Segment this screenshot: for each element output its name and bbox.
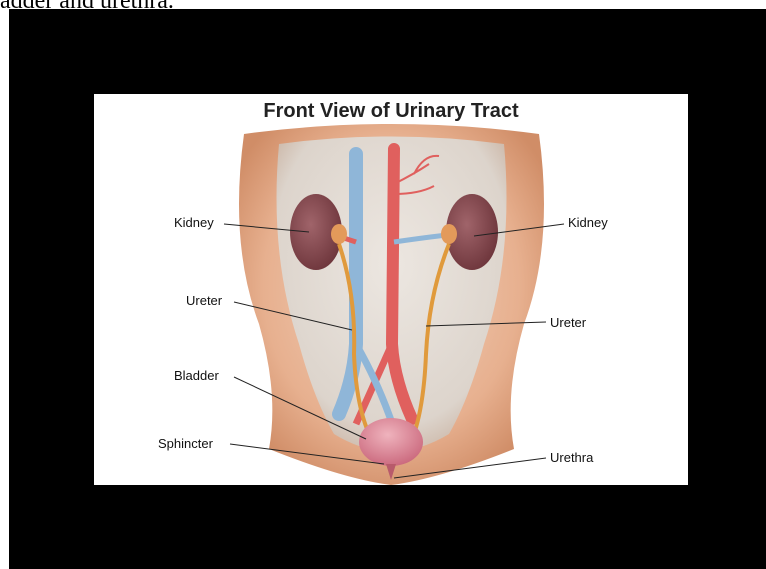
anatomy-illustration xyxy=(94,94,688,485)
figure-title: Front View of Urinary Tract xyxy=(94,100,688,123)
label-urethra: Urethra xyxy=(550,450,593,465)
urinary-tract-figure: Front View of Urinary Tract Kidney Kidne… xyxy=(94,94,688,485)
label-kidney-left: Kidney xyxy=(174,215,214,230)
bladder xyxy=(359,418,423,466)
adrenal-right xyxy=(441,224,457,244)
label-bladder: Bladder xyxy=(174,368,219,383)
label-sphincter: Sphincter xyxy=(158,436,213,451)
label-ureter-right: Ureter xyxy=(550,315,586,330)
label-ureter-left: Ureter xyxy=(186,293,222,308)
adrenal-left xyxy=(331,224,347,244)
label-kidney-right: Kidney xyxy=(568,215,608,230)
